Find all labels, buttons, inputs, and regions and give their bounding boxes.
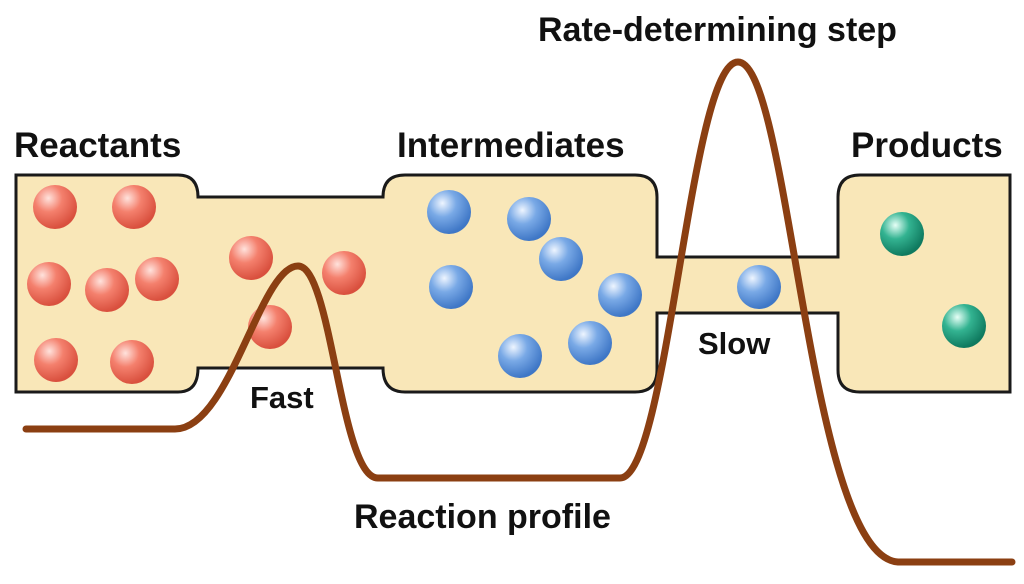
- intermediate-molecule: [427, 190, 471, 234]
- reactants-label: Reactants: [14, 126, 181, 165]
- intermediate-molecule: [498, 334, 542, 378]
- reactant-molecule: [33, 185, 77, 229]
- reaction-profile-curve: [22, 58, 1016, 566]
- slow-label: Slow: [698, 326, 771, 361]
- intermediate-molecule: [737, 265, 781, 309]
- intermediate-molecule: [429, 265, 473, 309]
- reaction-profile-label: Reaction profile: [354, 498, 611, 536]
- intermediate-molecule: [598, 273, 642, 317]
- fast-label: Fast: [250, 380, 314, 415]
- reactant-molecule: [110, 340, 154, 384]
- reactant-molecule: [135, 257, 179, 301]
- intermediates-label: Intermediates: [397, 126, 625, 165]
- reactant-molecule: [322, 251, 366, 295]
- product-molecule: [880, 212, 924, 256]
- reactant-molecule: [27, 262, 71, 306]
- reactant-molecule: [85, 268, 129, 312]
- intermediate-molecules: [427, 190, 781, 378]
- reactant-molecule: [229, 236, 273, 280]
- intermediate-molecule: [507, 197, 551, 241]
- reactant-molecule: [34, 338, 78, 382]
- product-molecules: [880, 212, 986, 348]
- product-molecule: [942, 304, 986, 348]
- intermediate-molecule: [568, 321, 612, 365]
- reactant-molecule: [112, 185, 156, 229]
- intermediate-molecule: [539, 237, 583, 281]
- products-label: Products: [851, 126, 1003, 165]
- rate-determining-step-label: Rate-determining step: [538, 11, 897, 49]
